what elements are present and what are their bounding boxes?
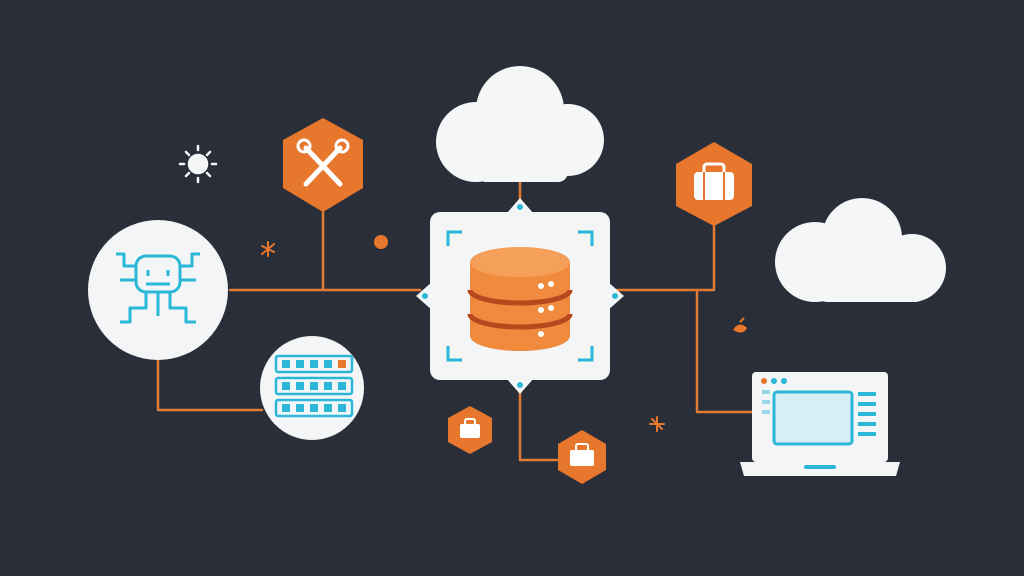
briefcase-hex <box>676 142 752 226</box>
briefcase-icon <box>694 162 734 200</box>
connector-lines <box>156 166 754 462</box>
top-cloud <box>436 66 604 182</box>
tools-wrench-screwdriver-icon <box>303 145 343 187</box>
connector-briefcase-hex-to-line <box>695 218 716 292</box>
spark-decoration-bottom <box>649 416 665 432</box>
connector-server-to-robot <box>156 356 264 412</box>
robot-circle <box>88 220 228 360</box>
spark-decoration-left <box>261 241 275 257</box>
right-cloud <box>775 198 946 302</box>
small-hex-bottom <box>558 430 606 484</box>
briefcase-icon <box>570 443 594 466</box>
briefcase-icon <box>460 418 480 438</box>
database-icon <box>467 247 573 351</box>
server-rack-icon <box>274 354 354 418</box>
leaf-decoration <box>733 317 747 333</box>
dot-decoration <box>374 235 388 249</box>
tools-hex <box>283 118 363 212</box>
sun-icon <box>178 144 218 184</box>
server-circle <box>260 336 364 440</box>
small-hex-left <box>448 406 492 454</box>
laptop <box>740 372 900 476</box>
connector-hub-to-right <box>614 288 754 414</box>
robot-circuit-icon <box>116 252 200 324</box>
connector-hub-to-bottom-hex <box>518 390 562 462</box>
